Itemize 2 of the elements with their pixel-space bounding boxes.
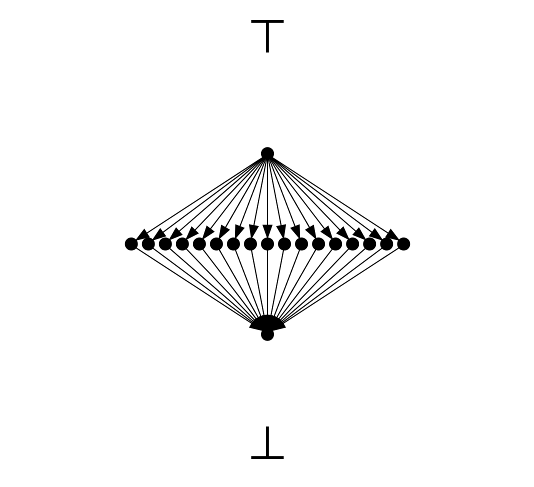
node-label: ⊤ (246, 8, 288, 63)
node-label: ⊥ (246, 415, 288, 470)
